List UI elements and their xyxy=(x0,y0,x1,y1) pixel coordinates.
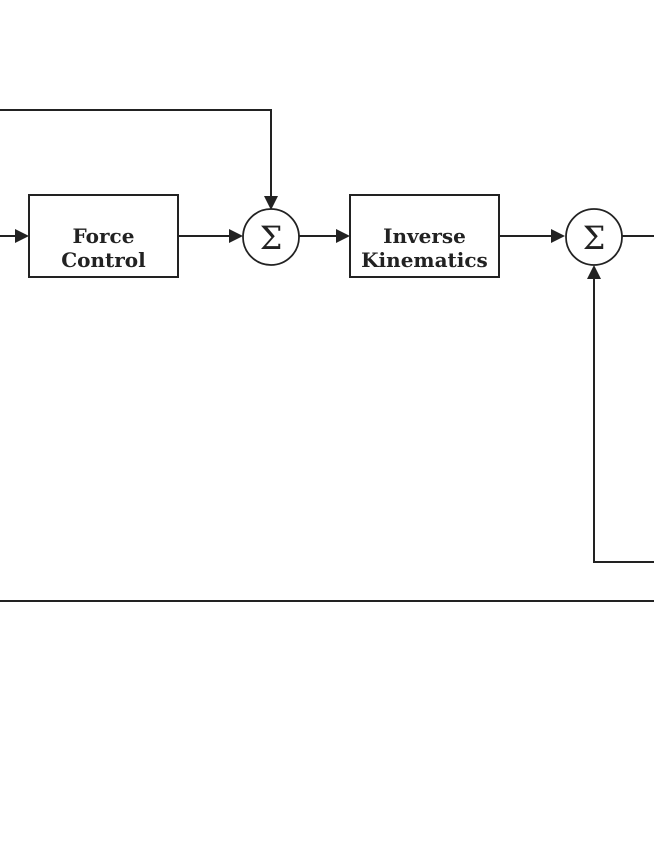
sum1-to-ik-arrowhead xyxy=(336,229,350,243)
summing-junction-2: Σ xyxy=(565,208,623,266)
force-control-label-line1: Force xyxy=(73,224,135,248)
sigma-symbol-2: Σ xyxy=(583,219,606,257)
ik-to-sum2-arrowhead xyxy=(551,229,565,243)
summing-junction-1: Σ xyxy=(242,208,300,266)
inverse-kinematics-label-line1: Inverse xyxy=(383,224,466,248)
sigma-symbol-1: Σ xyxy=(260,219,283,257)
feedback-arrowhead xyxy=(587,265,601,279)
inverse-kinematics-label-line2: Kinematics xyxy=(361,248,488,272)
inverse-kinematics-block: Inverse Kinematics xyxy=(349,194,500,278)
force-control-block: Force Control xyxy=(28,194,179,278)
feedback-wire xyxy=(593,279,654,563)
input-arrowhead xyxy=(15,229,29,243)
force-control-label-line2: Control xyxy=(61,248,146,272)
force-to-sum1-arrowhead xyxy=(229,229,243,243)
top-feed-wire xyxy=(0,109,272,196)
top-feed-arrowhead xyxy=(264,196,278,210)
